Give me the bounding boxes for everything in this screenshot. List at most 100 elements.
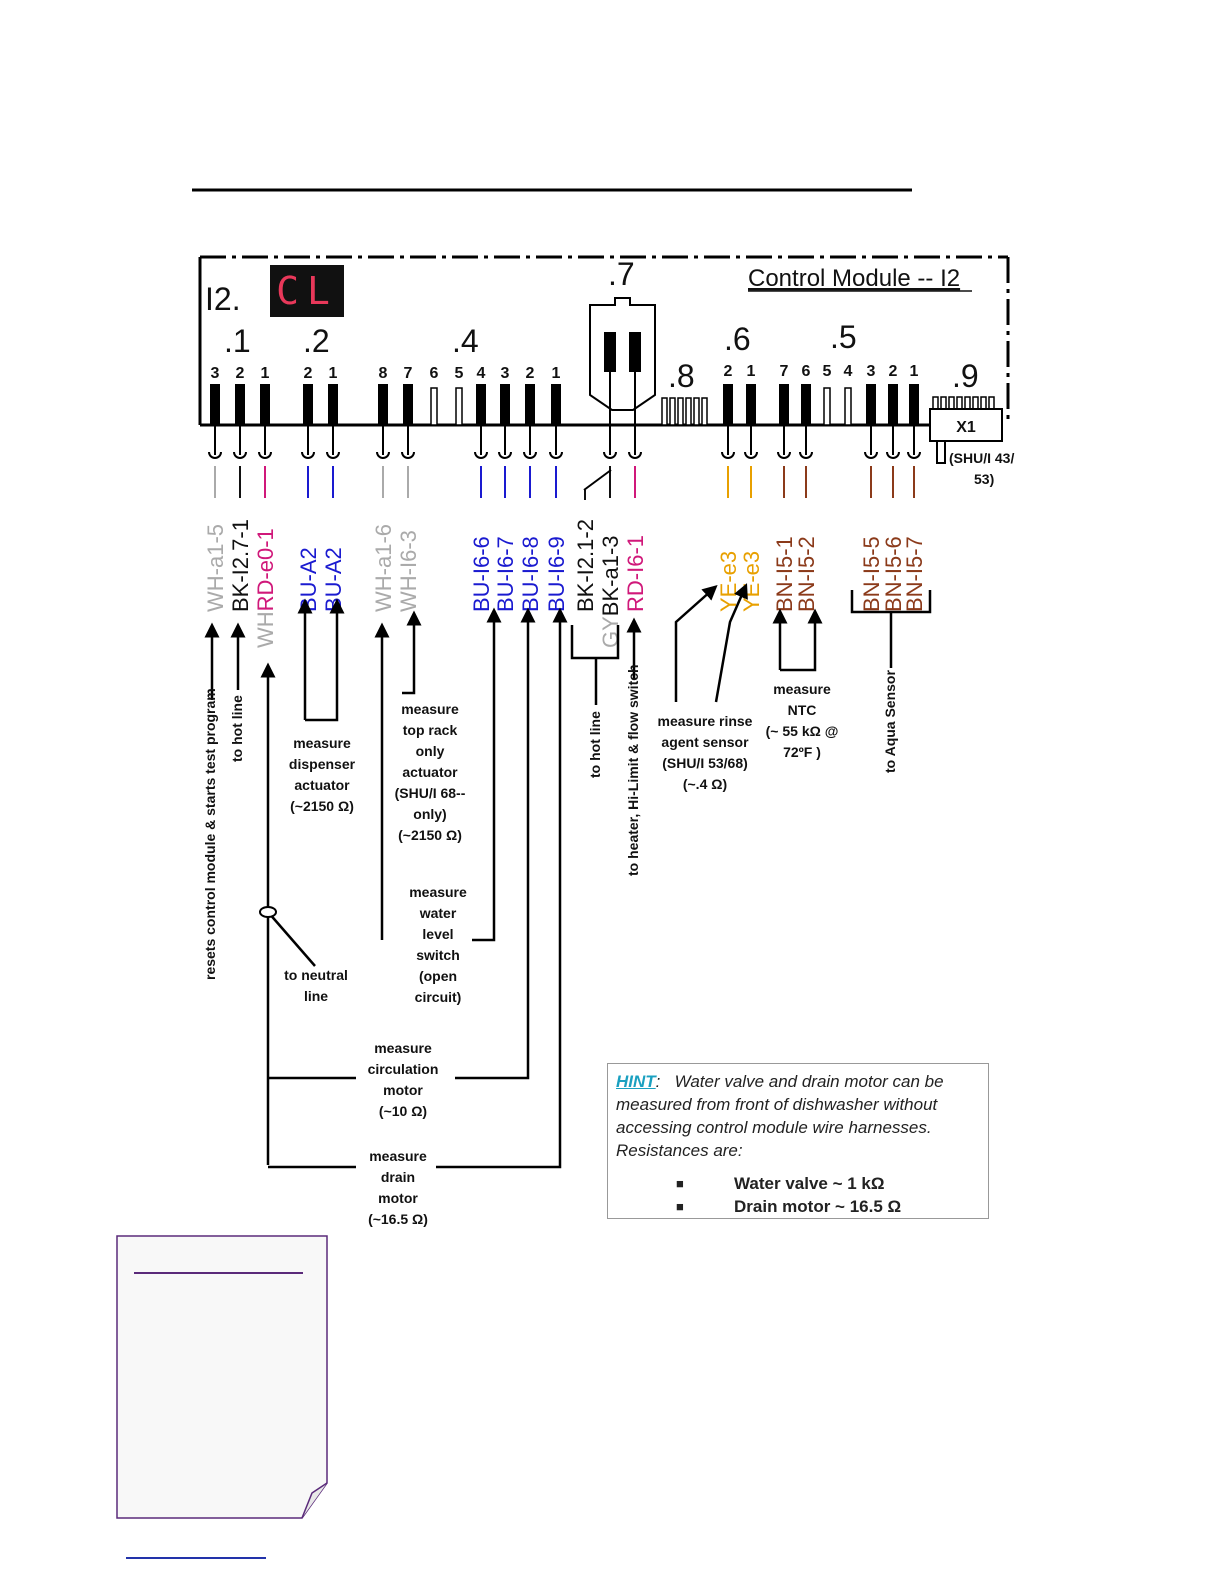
annotation-line: drain [381,1169,415,1185]
wire-code-label: WHRD-e0-1 [253,528,278,648]
wire-code: WH-a1-5 [203,524,228,612]
annotation-line: motor [378,1190,418,1206]
annotation-line: (~.4 Ω) [683,776,727,792]
pin-num-5-5: 5 [823,363,832,380]
wire-stub [603,425,617,498]
pin-terminal [235,384,245,425]
annotation-line: actuator [402,764,458,780]
annotation-line: NTC [788,702,817,718]
pin-terminal [723,384,733,425]
reset-annotation: resets control module & starts test prog… [202,688,218,980]
pin-num-2-1: 1 [329,365,338,382]
annotation-line: motor [383,1082,423,1098]
pin-terminal [476,384,486,425]
pin-terminal [801,384,811,425]
pin-terminal-unused [430,387,438,426]
pin-terminals [210,384,919,426]
pin-terminal [210,384,220,425]
wire-code: BN-I5-2 [794,536,819,612]
annotation-line: only) [413,806,446,822]
group-label-6: .6 [724,321,751,357]
wire-stub [474,425,488,498]
hint-box: HINT: Water valve and drain motor can be… [607,1063,989,1219]
group-label-2: .2 [303,323,330,359]
pin-terminal-unused [823,387,831,426]
annotation-line: measure [401,701,459,717]
wire-stubs [208,425,921,500]
x1-note-line-2: 53) [974,471,994,487]
wire-stub [777,425,791,498]
connector-9 [932,396,995,410]
wire-code-label: BU-I6-7 [493,536,518,612]
annotation-line: (~2150 Ω) [290,798,354,814]
group-label-9: .9 [952,358,979,394]
wire-stub [864,425,878,498]
pin-num-5-2: 2 [889,363,898,380]
group-label-8: .8 [668,358,695,394]
pin-num-4-3: 3 [501,365,510,382]
wire-code-label: RD-I6-1 [623,535,648,612]
hint-item: Drain motor ~ 16.5 Ω [616,1195,980,1218]
module-title: Control Module -- I2 [748,265,960,292]
annotation-line: (~ 55 kΩ @ [766,723,839,739]
relay-diagonal [583,469,612,491]
annotation-line: top rack [403,722,458,738]
wire-code: YE-e3 [739,551,764,612]
wire-code-label: BN-I5-1 [772,536,797,612]
wire-code: BK-I2.7-1 [228,519,253,612]
hint-list: Water valve ~ 1 kΩ Drain motor ~ 16.5 Ω [616,1172,980,1218]
annotation-line: (open [419,968,457,984]
pin-terminal [551,384,561,425]
pin-terminal [525,384,535,425]
note-box-fold [301,1482,328,1519]
pin-num-4-4: 4 [477,365,486,382]
connector-x1 [929,408,1003,442]
wire-stub [233,425,247,498]
pin-terminal-unused [455,387,463,426]
wire-stub [907,425,921,498]
wire-code: BK-a1-3 [598,535,623,616]
wire-prefix: WH [253,611,278,648]
annotation-line: circuit) [415,989,462,1005]
connector-8 [661,397,708,426]
footer-rule [126,1557,266,1559]
annotation-line: only [416,743,445,759]
wire-code-label: WH-I6-3 [396,530,421,612]
wire-code: BU-I6-7 [493,536,518,612]
pin-num-4-6: 6 [430,365,439,382]
hot-line-annotation-2: to hot line [587,711,603,778]
pin-num-5-7: 7 [780,363,789,380]
wire-code: RD-I6-1 [623,535,648,612]
wire-code: WH-a1-6 [371,524,396,612]
note-box-outline [116,1235,328,1519]
annotation-line: level [422,926,453,942]
wire-code-label: BN-I5-2 [794,536,819,612]
error-display-code: CL [276,269,338,313]
neutral-tap-ellipse [259,906,277,918]
wire-code: BK-I2.1-2 [573,519,598,612]
wire-code-label: BK-I2.1-2 [573,519,598,612]
hint-item: Water valve ~ 1 kΩ [616,1172,980,1195]
pin-num-5-1: 1 [910,363,919,380]
pin-num-4-1: 1 [552,365,561,382]
pin-terminal [328,384,338,425]
wire-stub [549,425,563,498]
annotation-line: switch [416,947,460,963]
annotation-line: measure [409,884,467,900]
pin-terminal [746,384,756,425]
group-label-4: .4 [452,323,479,359]
wire-code: BU-I6-9 [544,536,569,612]
wire-stub [326,425,340,498]
pin-num-1-3: 3 [211,365,220,382]
wire-code: RD-e0-1 [253,528,278,611]
pin-num-4-2: 2 [526,365,535,382]
pin-num-5-6: 6 [802,363,811,380]
wire-stub [301,425,315,498]
annotation-line: (~16.5 Ω) [368,1211,428,1227]
wire-code-label: GYBK-a1-3 [598,535,623,648]
wire-stub [628,425,642,498]
